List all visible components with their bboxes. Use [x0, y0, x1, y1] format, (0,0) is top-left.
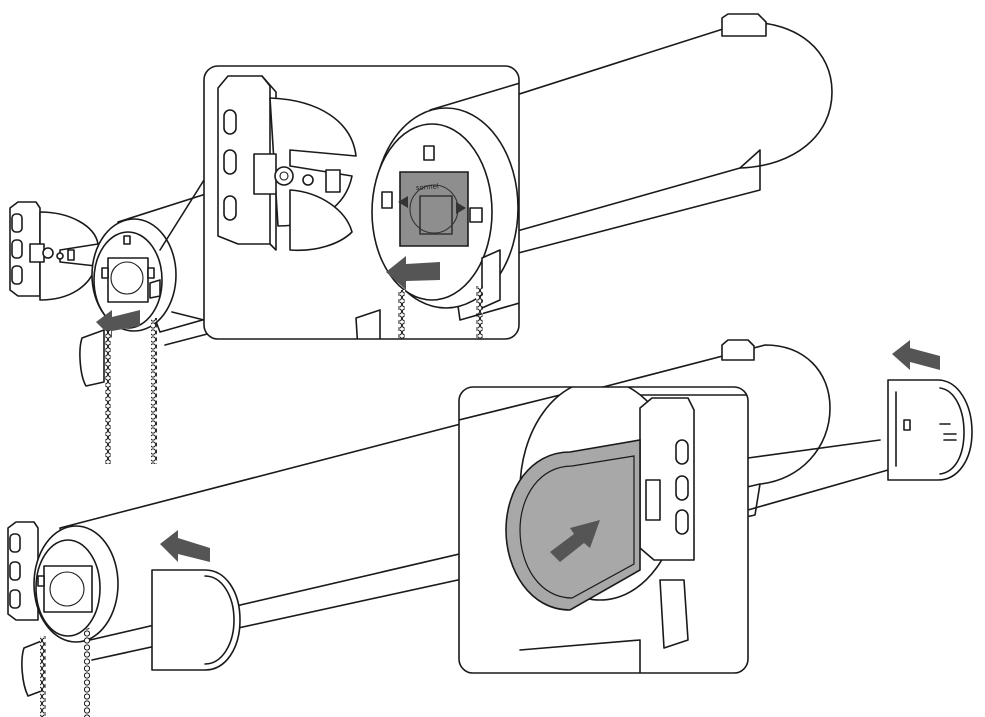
lower-left-arrow-icon — [160, 530, 210, 562]
lower-left-assembly — [7, 521, 119, 717]
inset-b-arrow-icon — [550, 520, 600, 562]
upper-left-assembly — [9, 201, 177, 464]
upper-chain-left — [105, 330, 111, 464]
upper-left-end-cap — [79, 329, 105, 387]
plate-mark-text: sonnel — [416, 182, 440, 192]
lower-left-clutch-plate — [43, 565, 93, 613]
lower-end-cover — [151, 530, 241, 671]
right-cover-arrow-icon — [892, 340, 940, 370]
upper-right-bracket — [721, 13, 767, 37]
right-end-cover-detail — [747, 340, 973, 511]
upper-chain-right — [151, 318, 157, 464]
inset-clutch-detail: sonnel — [203, 65, 520, 340]
inset-arrow-icon — [386, 256, 440, 290]
upper-left-clutch-plate — [107, 257, 149, 303]
lower-chain-right — [84, 628, 90, 717]
lower-right-bracket — [721, 339, 755, 361]
inset-end-cap-detail — [458, 386, 749, 674]
inset-clutch-plate — [399, 171, 469, 247]
lower-chain-left — [40, 636, 46, 717]
